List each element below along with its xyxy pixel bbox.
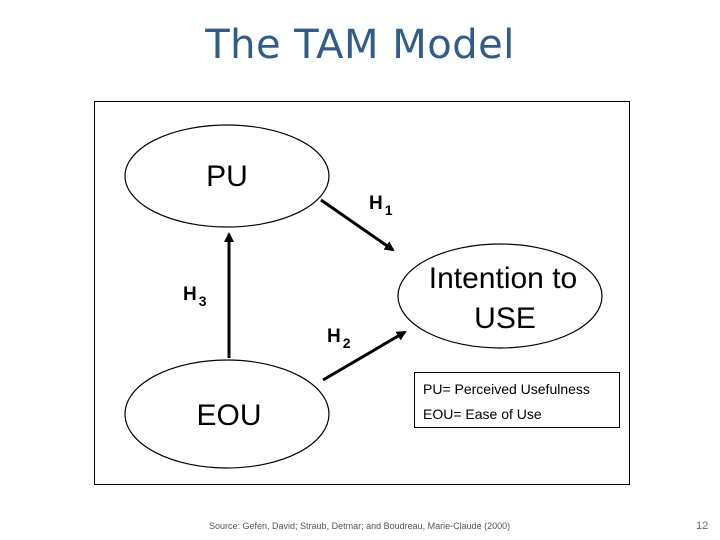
slide-title: The TAM Model <box>205 22 515 68</box>
eou-label: EOU <box>196 399 261 432</box>
intention-node <box>397 243 603 349</box>
eou-node <box>124 359 330 469</box>
page-number: 12 <box>696 520 709 532</box>
pu-node <box>124 124 330 228</box>
source-citation: Source: Gefen, David; Straub, Detmar; an… <box>209 521 511 531</box>
intention-label-line2: USE <box>474 302 536 335</box>
legend-pu: PU= Perceived Usefulness <box>423 381 590 397</box>
pu-label: PU <box>206 160 248 193</box>
legend-eou: EOU= Ease of Use <box>423 406 542 422</box>
legend-box: PU= Perceived Usefulness EOU= Ease of Us… <box>414 372 620 428</box>
h2-arrow <box>322 330 407 382</box>
h1-arrow <box>320 198 395 252</box>
intention-label-line1: Intention to <box>429 262 577 295</box>
